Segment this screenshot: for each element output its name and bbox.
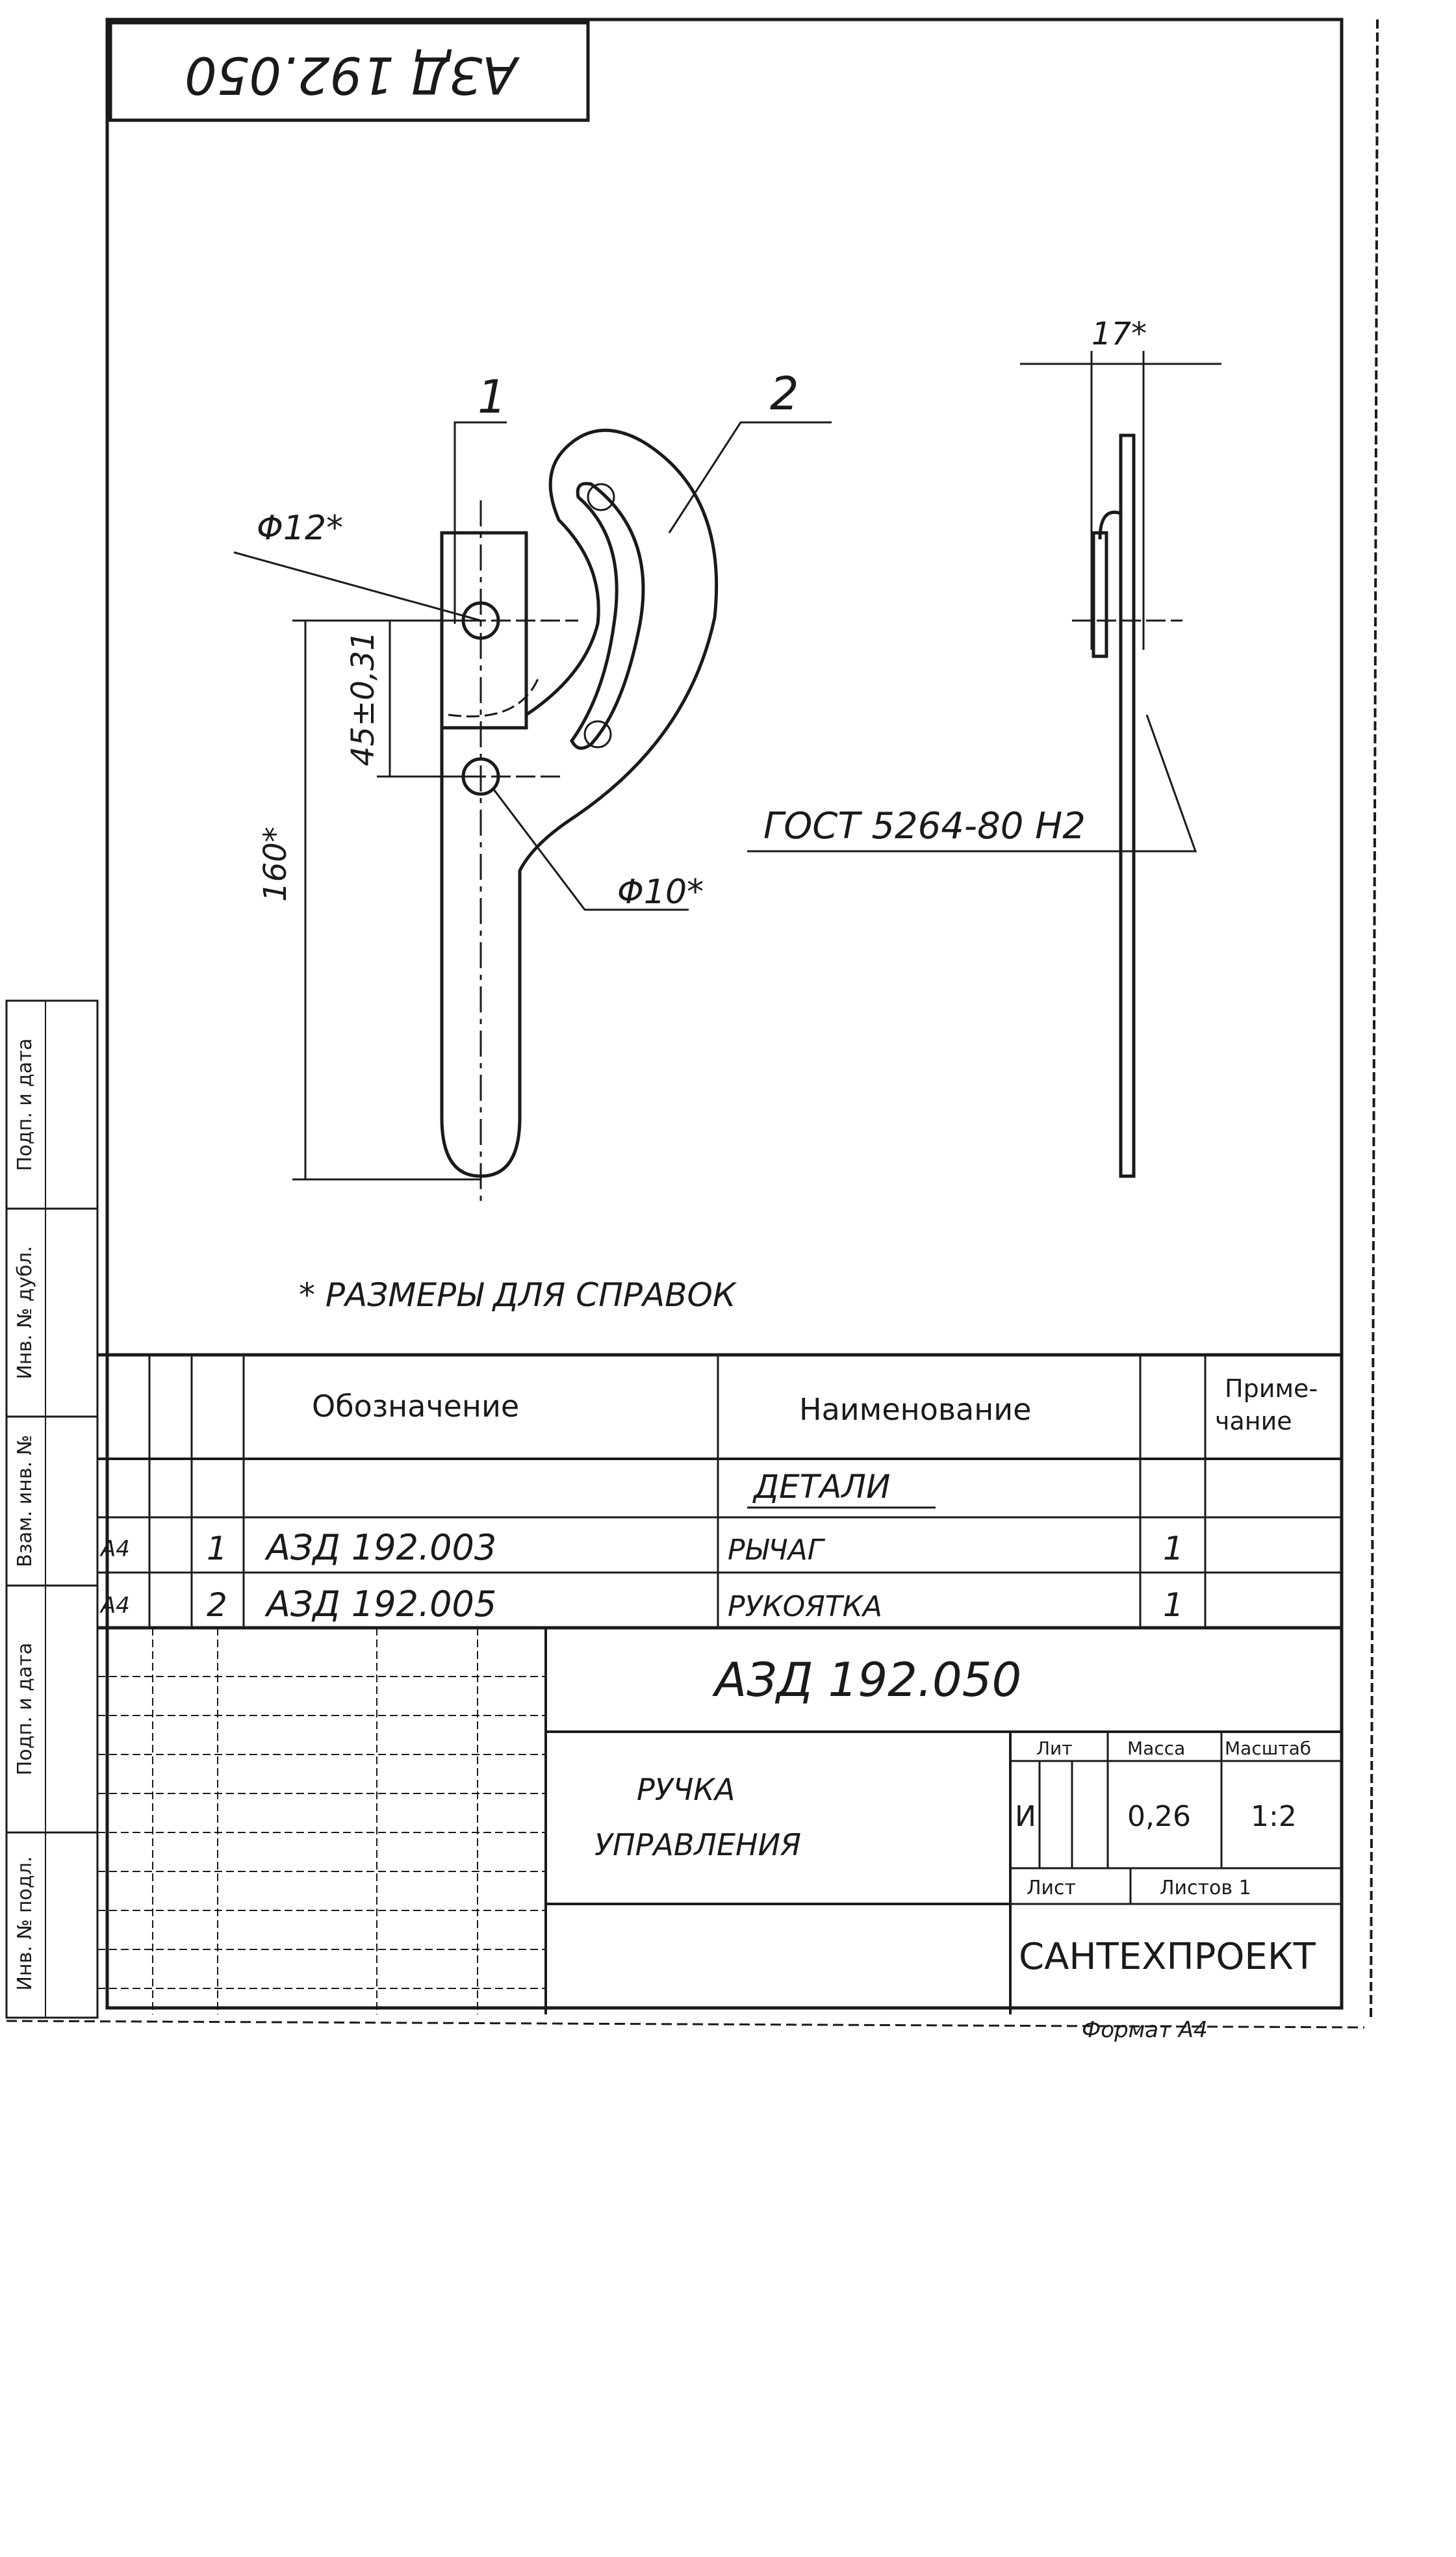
dim-hole-top: Φ12* — [257, 509, 343, 548]
dimensions-note: * РАЗМЕРЫ ДЛЯ СПРАВОК — [299, 1276, 737, 1314]
sheet-frame — [105, 18, 1344, 2010]
lit-value: И — [1015, 1800, 1036, 1833]
col-name-header: Наименование — [799, 1392, 1031, 1427]
section-title: ДЕТАЛИ — [752, 1468, 890, 1506]
scale-value: 1:2 — [1251, 1800, 1297, 1833]
side-plate — [1119, 433, 1136, 1178]
side-lever — [1092, 531, 1108, 658]
dim-hole-bottom: Φ10* — [617, 873, 704, 912]
dim-thickness: 17* — [1092, 316, 1147, 352]
lit-header: Лит — [1036, 1738, 1073, 1759]
side-cell-1: Подп. и дата — [14, 1038, 36, 1171]
sheet-format: Формат А4 — [1082, 2017, 1208, 2043]
title-line-1: РУЧКА — [637, 1772, 735, 1807]
row-1-qty: 1 — [1163, 1530, 1184, 1567]
rotated-doc-stamp: АЗД 192.050 — [109, 21, 590, 122]
title-line-2: УПРАВЛЕНИЯ — [594, 1827, 801, 1862]
material-spec: ГОСТ 5264-80 Н2 — [763, 805, 1086, 847]
leader-2-line — [668, 421, 832, 533]
row-2-name: РУКОЯТКА — [728, 1590, 882, 1623]
side-cell-3: Взам. инв. № — [14, 1435, 36, 1567]
row-1-format: А4 — [99, 1536, 130, 1562]
side-cell-5: Инв. № подл. — [14, 1857, 36, 1991]
col-designation-header: Обозначение — [312, 1389, 519, 1424]
row-2-qty: 1 — [1163, 1586, 1184, 1624]
row-2-pos: 2 — [207, 1586, 227, 1624]
row-1-designation: АЗД 192.003 — [264, 1527, 496, 1568]
title-block: АЗД 192.050 РУЧКА УПРАВЛЕНИЯ Лит Масса М… — [97, 1628, 1342, 2043]
slot-center-bottom — [583, 720, 612, 749]
dim-offset: 45±0,31 — [345, 631, 381, 766]
side-cell-2: Инв. № дубл. — [14, 1246, 36, 1379]
row-1-name: РЫЧАГ — [728, 1534, 826, 1567]
row-2-designation: АЗД 192.005 — [264, 1584, 496, 1625]
grip-slot — [570, 482, 645, 750]
scale-header: Масштаб — [1225, 1738, 1311, 1759]
title-doc-code: АЗД 192.050 — [712, 1652, 1021, 1707]
side-view: 17* ГОСТ 5264-80 Н2 — [747, 316, 1221, 1178]
frame-bottom-edge — [6, 2020, 1365, 2029]
dim-length: 160* — [257, 827, 294, 902]
leader-1-line — [453, 421, 507, 624]
row-2-format: А4 — [99, 1593, 130, 1619]
col-note-header-2: чание — [1215, 1407, 1292, 1435]
row-1-pos: 1 — [207, 1530, 227, 1567]
side-cell-4: Подп. и дата — [14, 1643, 36, 1775]
mass-header: Масса — [1127, 1738, 1185, 1759]
material-leader — [747, 714, 1197, 853]
frame-right-edge — [1370, 19, 1379, 2022]
side-strip: Подп. и дата Инв. № дубл. Взам. инв. № П… — [5, 999, 99, 2019]
leader-2-label: 2 — [770, 367, 799, 420]
slot-center-top — [587, 483, 615, 511]
organization: САНТЕХПРОЕКТ — [1019, 1936, 1316, 1978]
grip-outline — [440, 428, 719, 1178]
lever-plate — [440, 531, 528, 730]
mass-value: 0,26 — [1127, 1800, 1191, 1833]
col-note-header-1: Приме- — [1225, 1374, 1318, 1403]
spec-table: Обозначение Наименование Приме- чание ДЕ… — [97, 1353, 1342, 1630]
sheets-label: Листов 1 — [1160, 1877, 1251, 1899]
rotated-doc-code: АЗД 192.050 — [185, 45, 520, 104]
main-view: 1 2 Φ12* Φ10* 45±0,31 160* — [233, 367, 832, 1202]
leader-1-label: 1 — [478, 370, 507, 424]
sheet-label: Лист — [1027, 1877, 1076, 1899]
